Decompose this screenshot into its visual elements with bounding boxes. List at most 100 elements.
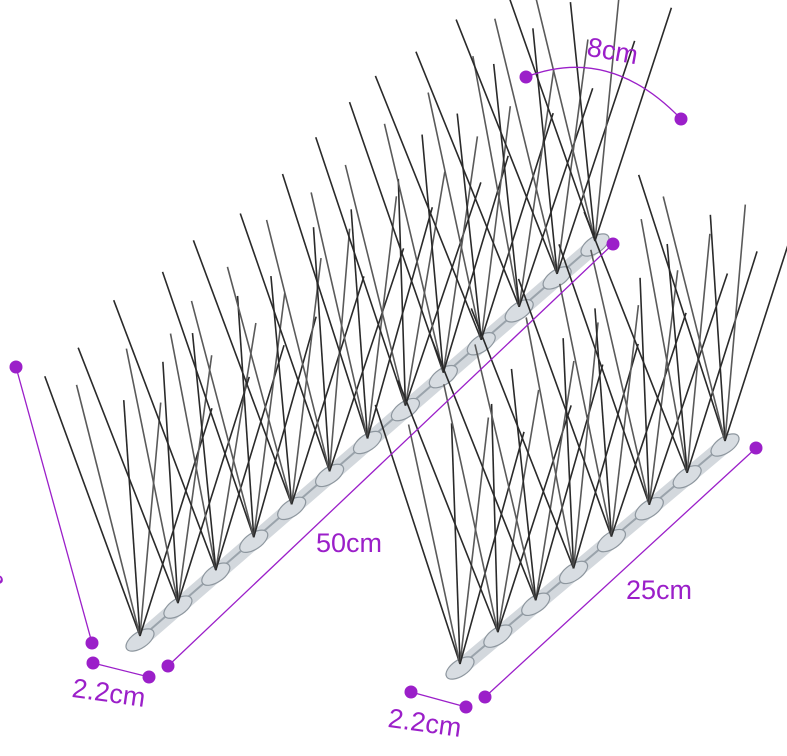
short-strip-rod [490, 403, 499, 633]
base-right-dim-dot-b [459, 700, 473, 714]
long-strip-rod [328, 248, 405, 472]
long-strip-rod [421, 134, 445, 373]
long-strip-rod [44, 375, 141, 637]
base-right-dim-dot-a [404, 685, 418, 699]
long-strip-rod [556, 40, 636, 275]
short-strip-rod [724, 204, 747, 442]
long-strip-rod [594, 7, 673, 242]
long-strip-rod [348, 101, 445, 373]
short-strip-rod [459, 417, 490, 665]
long-strip-rod [472, 55, 520, 307]
long-strip-clip [314, 463, 345, 488]
short-strip-rod [474, 344, 537, 601]
long-strip-rod [532, 28, 558, 274]
long-strip-rod [344, 164, 407, 406]
long-strip-clip [428, 364, 458, 389]
long-strip-rod [236, 295, 255, 538]
long-dim-dot-b [606, 237, 620, 251]
short-strip-rod [572, 322, 599, 569]
short-strip-clip [710, 433, 740, 457]
height-dim-dot-top [9, 360, 23, 374]
long-strip-rod [442, 136, 479, 373]
short-strip-rod [470, 308, 575, 569]
long-strip-clip [466, 332, 496, 356]
long-length-label: 50cm [316, 528, 383, 558]
long-strip-rod [239, 213, 331, 472]
base-left-dim-dot-b [142, 670, 156, 684]
short-strip-rod [450, 423, 461, 665]
long-strip-rod [139, 402, 162, 637]
long-strip-clip [542, 266, 572, 290]
arc-dim-dot-b [674, 112, 688, 126]
short-length-label: 25cm [626, 575, 693, 605]
short-strip-rod [374, 404, 461, 665]
long-strip-rod [290, 276, 365, 505]
short-strip-clip [558, 560, 589, 585]
short-strip-rod [525, 317, 575, 569]
long-strip-rod [265, 219, 331, 472]
short-strip-clip [483, 624, 513, 648]
long-strip-rod [374, 75, 482, 341]
short-strip-rod [724, 245, 787, 442]
short-strip-rod [709, 214, 726, 442]
long-strip-rod [569, 2, 596, 242]
long-strip-rod [397, 178, 407, 406]
long-strip-rod [427, 92, 483, 340]
short-strip-rod [590, 249, 651, 505]
short-strip-rod [640, 218, 688, 473]
short-strip-clip [445, 656, 475, 680]
long-spike-strip [44, 0, 673, 652]
long-strip-clip [390, 397, 421, 422]
long-strip-clip [163, 595, 193, 619]
short-strip-rod [610, 305, 640, 537]
long-strip-clip [352, 430, 383, 455]
long-strip-rod [226, 266, 293, 505]
long-strip-rod [556, 39, 589, 275]
short-strip-clip [521, 592, 551, 617]
long-strip-rod [177, 376, 251, 604]
short-strip-rod [459, 431, 525, 665]
base-left-dim-line [92, 662, 150, 678]
short-strip-rod [583, 211, 688, 474]
long-strip-rod [252, 292, 286, 538]
long-strip-clip [201, 562, 231, 586]
short-dim-dot-b [749, 441, 763, 455]
long-strip-rod [312, 227, 331, 472]
short-strip-clip [672, 465, 702, 489]
short-strip-rod [666, 243, 688, 473]
short-dim-dot-a [478, 690, 492, 704]
height-dim-line [15, 366, 93, 644]
long-strip-rod [310, 192, 369, 439]
short-strip-rod [534, 360, 575, 601]
short-strip-rod [558, 244, 651, 505]
dimension-lines [9, 66, 763, 714]
short-strip-rod [497, 389, 540, 633]
short-strip-rod [497, 405, 572, 633]
long-strip-rod [125, 348, 179, 604]
short-strip-rod [510, 368, 537, 601]
long-strip-rod [594, 0, 620, 242]
long-strip-clip [277, 496, 307, 521]
long-strip-clip [239, 529, 269, 553]
long-strip-rod [366, 207, 434, 439]
long-strip-clip [125, 628, 155, 652]
long-strip-rod [456, 113, 483, 340]
long-strip-rod [122, 400, 141, 637]
long-strip-rod [315, 136, 407, 406]
long-strip-rod [169, 333, 217, 571]
short-dim-line [484, 447, 757, 698]
long-strip-rod [112, 299, 217, 571]
long-strip-rod [350, 209, 369, 439]
short-strip-rod [637, 174, 726, 442]
long-strip-rod [161, 271, 255, 538]
arc-dim-dot-a [519, 70, 533, 84]
short-strip-rod [594, 308, 613, 537]
short-spike-strip [374, 174, 787, 680]
short-strip-rod [648, 273, 729, 505]
short-strip-clip [596, 528, 627, 553]
long-strip-rod [383, 123, 445, 373]
long-dim-dot-a [161, 659, 175, 673]
long-strip-rod [190, 300, 255, 538]
short-strip-rod [562, 338, 575, 569]
